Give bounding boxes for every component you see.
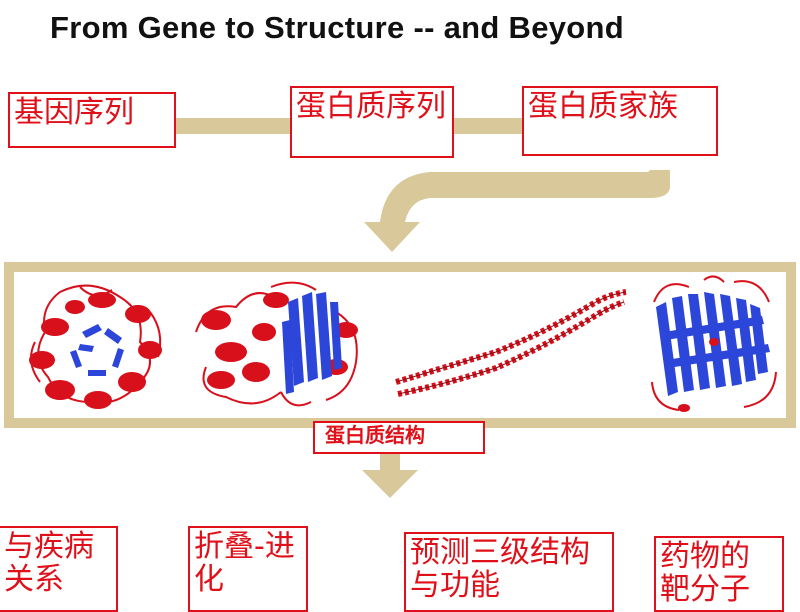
curved-down-arrow — [364, 170, 670, 252]
disease-relation-box: 与疾病关系 — [0, 526, 118, 612]
protein-family-label: 蛋白质家族 — [528, 89, 678, 124]
gene-sequence-label: 基因序列 — [14, 95, 134, 130]
folding-evolution-label: 折叠-进化 — [194, 529, 295, 597]
structure-prediction-box: 预测三级结构与功能 — [404, 532, 614, 612]
protein-structure-caption: 蛋白质结构 — [313, 421, 485, 454]
protein-structure-image-4 — [651, 275, 777, 412]
folding-evolution-box: 折叠-进化 — [188, 526, 308, 612]
protein-structure-image-2 — [195, 281, 358, 407]
down-arrow — [362, 454, 418, 498]
protein-sequence-box: 蛋白质序列 — [290, 86, 454, 158]
gene-sequence-box: 基因序列 — [8, 92, 176, 148]
drug-target-box: 药物的靶分子 — [654, 536, 784, 612]
drug-target-label: 药物的靶分子 — [660, 539, 750, 607]
diagram-title: From Gene to Structure -- and Beyond — [50, 10, 625, 45]
disease-relation-label: 与疾病关系 — [4, 529, 94, 597]
protein-family-box: 蛋白质家族 — [522, 86, 718, 156]
protein-sequence-label: 蛋白质序列 — [296, 89, 446, 124]
structure-prediction-label: 预测三级结构与功能 — [410, 535, 590, 603]
structures-panel — [4, 262, 796, 428]
protein-structure-image-1 — [29, 284, 162, 409]
structures-panel-inner — [14, 272, 786, 418]
protein-structure-image-3 — [395, 289, 627, 397]
